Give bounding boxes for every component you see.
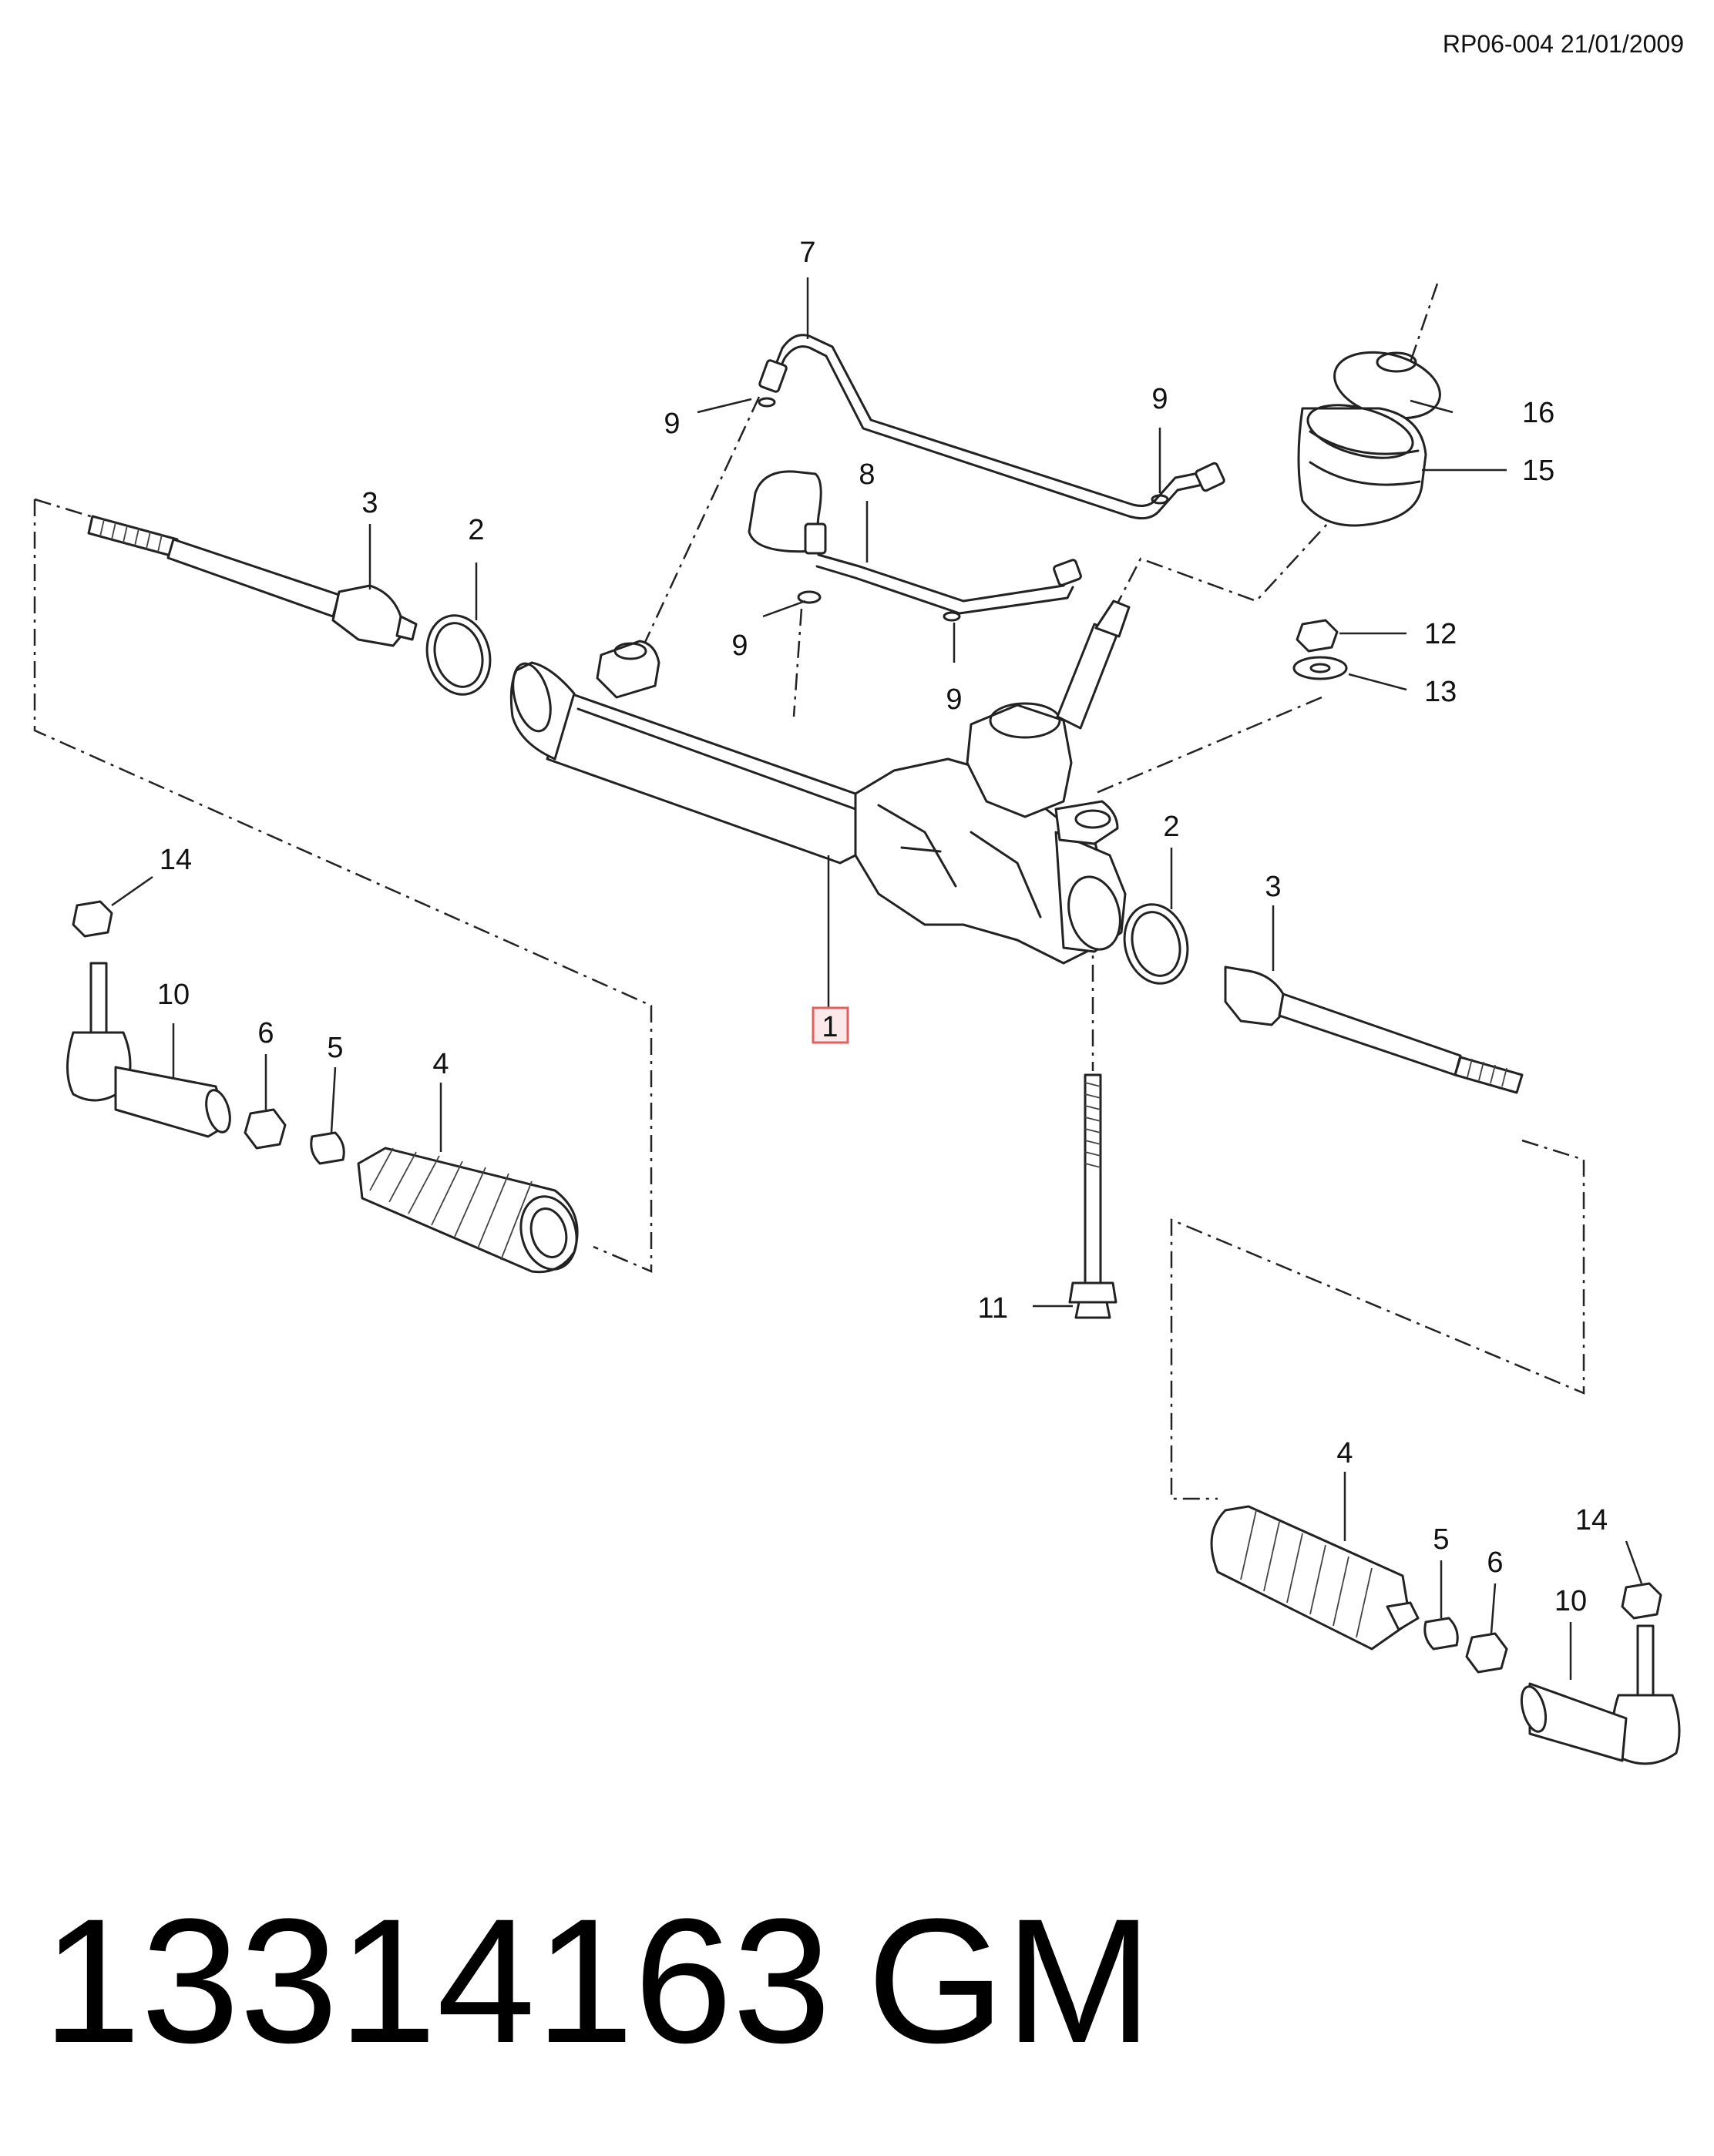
leader-lines <box>111 277 1643 1680</box>
callout-6: 6 <box>257 1017 274 1049</box>
callout-11: 11 <box>978 1292 1008 1325</box>
callout-14: 14 <box>1575 1504 1608 1536</box>
return-pipe-8 <box>748 470 1082 615</box>
callout-3: 3 <box>361 487 378 519</box>
outer-tie-rod-end-10-right <box>1520 1624 1681 1765</box>
callout-15: 15 <box>1522 455 1554 487</box>
bellows-boot-4-left <box>357 1147 579 1274</box>
castle-nut-14-right <box>1621 1582 1662 1620</box>
callout-9: 9 <box>664 408 680 440</box>
castle-nut-14-left <box>72 900 113 938</box>
outer-tie-rod-end-10-left <box>66 962 231 1138</box>
callout-2: 2 <box>468 514 484 546</box>
jam-nut-6-left <box>244 1108 287 1150</box>
bellows-boot-4-right <box>1210 1505 1420 1651</box>
callout-16: 16 <box>1522 397 1554 429</box>
washer-13 <box>1292 656 1348 680</box>
clamp-ring-2-left <box>425 614 492 696</box>
inner-tie-rod-3-left <box>87 515 418 647</box>
part-number: 13314163 <box>42 1882 831 2080</box>
drawing-reference: RP06-004 21/01/2009 <box>1443 30 1684 58</box>
clamp-ring-2-right <box>1123 903 1189 985</box>
inner-tie-rod-3-right <box>1224 965 1524 1094</box>
callout-5: 5 <box>1433 1523 1449 1556</box>
callout-13: 13 <box>1424 676 1457 708</box>
boot-clamp-5-right <box>1423 1617 1459 1651</box>
grommet-boot-15 <box>1297 404 1427 527</box>
assembly-dashed-lines <box>33 283 1585 1500</box>
callout-14: 14 <box>160 844 192 876</box>
callout-7: 7 <box>799 237 815 269</box>
callout-4: 4 <box>432 1048 449 1080</box>
mounting-bolt-11 <box>1068 1073 1117 1319</box>
o-rings-9 <box>758 397 1169 622</box>
callout-8: 8 <box>859 458 875 491</box>
callout-10: 10 <box>157 979 190 1011</box>
callout-5: 5 <box>327 1032 343 1064</box>
boot-clamp-5-left <box>310 1131 345 1165</box>
callout-9: 9 <box>731 630 748 662</box>
callout-3: 3 <box>1265 871 1281 903</box>
callout-9: 9 <box>1151 383 1168 415</box>
callout-10: 10 <box>1554 1585 1587 1617</box>
brand-name: GM <box>867 1882 1153 2080</box>
callout-4: 4 <box>1336 1437 1353 1469</box>
jam-nut-6-right <box>1465 1632 1508 1674</box>
callout-9: 9 <box>946 683 962 716</box>
callout-2: 2 <box>1163 811 1179 843</box>
steering-gear-housing-1 <box>509 599 1131 965</box>
callout-labels: 7 9 9 8 9 9 16 15 3 2 12 13 14 2 3 10 6 … <box>157 237 1608 1617</box>
nut-12 <box>1296 619 1339 653</box>
callout-12: 12 <box>1424 618 1457 650</box>
pressure-pipe-7 <box>758 334 1225 520</box>
callout-1: 1 <box>822 1011 838 1043</box>
callout-1-highlight <box>812 1006 849 1044</box>
callout-6: 6 <box>1487 1546 1503 1579</box>
